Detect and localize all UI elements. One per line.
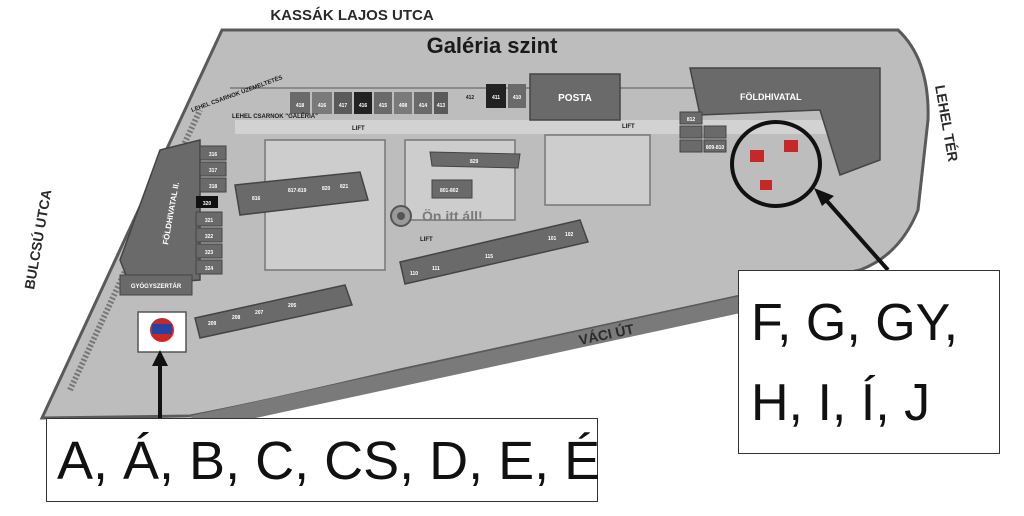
shop-number: 417 <box>339 103 348 109</box>
shop-number: 208 <box>232 315 241 321</box>
south-row-right <box>399 219 589 285</box>
shop-number: 416 <box>318 103 327 109</box>
shop-number: 205 <box>288 303 297 309</box>
top-row-shops <box>290 84 526 114</box>
shop-number: 207 <box>255 310 264 316</box>
shop-number: 413 <box>437 103 446 109</box>
east-block-shops <box>679 111 727 153</box>
marker-east-3 <box>760 180 772 190</box>
left-column-shops <box>195 145 227 275</box>
shop-number: 809-810 <box>706 145 725 151</box>
gyogyszertar-label: GYÓGYSZERTÁR <box>131 282 182 290</box>
shop-number: 316 <box>209 152 218 158</box>
arrow-right-shaft <box>824 198 890 272</box>
shop-number: 111 <box>432 266 440 272</box>
center-shop-block <box>234 171 369 216</box>
shop-number: 416 <box>359 103 368 109</box>
street-west: BULCSÚ UTCA <box>20 188 54 291</box>
shop-number: 816 <box>252 196 261 202</box>
shop-number: 418 <box>296 103 305 109</box>
lift-label: LIFT <box>352 126 365 132</box>
shop-number: 318 <box>209 184 218 190</box>
shop-number: 817-819 <box>288 188 307 194</box>
lift-label: LIFT <box>622 124 635 130</box>
shop-number: 324 <box>205 266 214 272</box>
arrow-left-head <box>152 350 168 366</box>
shop-number: 414 <box>419 103 428 109</box>
foldhivatal2-block <box>119 139 201 286</box>
shop-number: 320 <box>203 201 212 207</box>
shop-number: 102 <box>565 232 574 238</box>
shop-number: 415 <box>379 103 388 109</box>
shop-number: 110 <box>410 271 418 277</box>
marker-east-1 <box>750 150 764 162</box>
marker-west-inner <box>152 324 172 334</box>
shop-number: 820 <box>322 186 331 192</box>
marker-east-2 <box>784 140 798 152</box>
shop-number: 408 <box>399 103 408 109</box>
callout-east-line-2: H, I, Í, J <box>751 374 931 432</box>
csarnok-galeria-label: LEHEL CSARNOK "GALÉRIA" <box>232 112 318 120</box>
you-are-here-dot <box>397 212 405 220</box>
you-are-here-label: Ön itt áll! <box>422 208 483 224</box>
shop-number: 101 <box>548 236 557 242</box>
lift-label: LIFT <box>420 237 433 243</box>
shop-number: 812 <box>687 117 696 123</box>
street-north: KASSÁK LAJOS UTCA <box>270 7 434 24</box>
center-small-block <box>429 151 521 169</box>
posta-label: POSTA <box>558 93 592 104</box>
shop-number: 115 <box>485 254 493 260</box>
gyogyszertar-block <box>119 274 193 296</box>
callout-east-letters: F, G, GY, H, I, Í, J <box>738 270 1000 454</box>
callout-west-letters: A, Á, B, C, CS, D, E, É <box>46 418 601 502</box>
arrow-right-head <box>814 188 834 206</box>
south-row-left <box>194 284 353 339</box>
courtyard-east <box>544 134 651 206</box>
center-small-block-2 <box>431 179 473 199</box>
shop-number: 821 <box>340 184 349 190</box>
shop-number: 209 <box>208 321 217 327</box>
callout-west-text: A, Á, B, C, CS, D, E, É <box>57 431 601 491</box>
street-east: LEHEL TÉR <box>932 84 961 163</box>
highlight-circle-east <box>730 120 822 208</box>
posta-block <box>529 73 621 121</box>
shop-number: 322 <box>205 234 214 240</box>
shop-number: 321 <box>205 218 214 224</box>
shop-number: 411 <box>492 95 500 101</box>
foldhivatal-label: FÖLDHIVATAL <box>740 92 802 102</box>
map-title: Galéria szint <box>427 33 559 58</box>
shop-number: 801-802 <box>440 188 459 194</box>
south-road-strip <box>190 270 870 430</box>
shop-number: 829 <box>470 159 479 165</box>
shop-number: 317 <box>209 168 218 174</box>
shop-number: 410 <box>513 95 522 101</box>
shop-number: 323 <box>205 250 214 256</box>
shop-number: 412 <box>466 95 475 101</box>
callout-east-line-1: F, G, GY, <box>751 294 959 352</box>
